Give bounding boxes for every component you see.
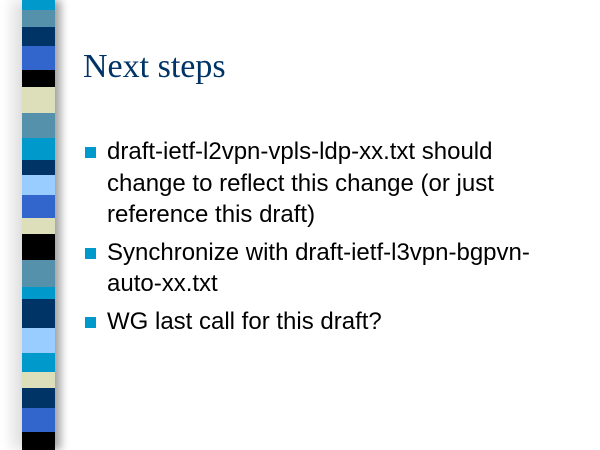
bullet-item: draft-ietf-l2vpn-vpls-ldp-xx.txt should …: [85, 136, 565, 231]
square-bullet-icon: [85, 316, 96, 328]
stripe-segment: [22, 234, 55, 260]
stripe-segment: [22, 87, 55, 113]
stripe-segment: [22, 0, 55, 10]
stripe-segment: [22, 70, 55, 87]
bullet-item: WG last call for this draft?: [85, 306, 565, 338]
stripe-segment: [22, 328, 55, 353]
stripe-segment: [22, 372, 55, 388]
square-bullet-icon: [85, 147, 96, 158]
stripe-segment: [22, 160, 55, 175]
stripe-segment: [22, 388, 55, 408]
stripe-segment: [22, 113, 55, 138]
stripe-segment: [22, 408, 55, 432]
stripe-segment: [22, 218, 55, 234]
decorative-stripe: [22, 0, 55, 450]
bullet-text: Synchronize with draft-ietf-l3vpn-bgpvn-…: [107, 238, 530, 298]
stripe-segment: [22, 175, 55, 195]
stripe-segment: [22, 27, 55, 46]
stripe-segment: [22, 353, 55, 372]
stripe-segment: [22, 46, 55, 70]
bullet-text: WG last call for this draft?: [107, 307, 382, 335]
stripe-segment: [22, 10, 55, 27]
bullet-text: draft-ietf-l2vpn-vpls-ldp-xx.txt should …: [107, 138, 494, 228]
stripe-segment: [22, 432, 55, 450]
stripe-segment: [22, 195, 55, 218]
bullet-list: draft-ietf-l2vpn-vpls-ldp-xx.txt should …: [85, 136, 565, 343]
stripe-segment: [22, 299, 55, 328]
slide-title: Next steps: [83, 48, 226, 85]
stripe-segment: [22, 138, 55, 160]
square-bullet-icon: [85, 247, 96, 259]
stripe-segment: [22, 260, 55, 287]
stripe-segment: [22, 287, 55, 299]
bullet-item: Synchronize with draft-ietf-l3vpn-bgpvn-…: [85, 237, 565, 300]
